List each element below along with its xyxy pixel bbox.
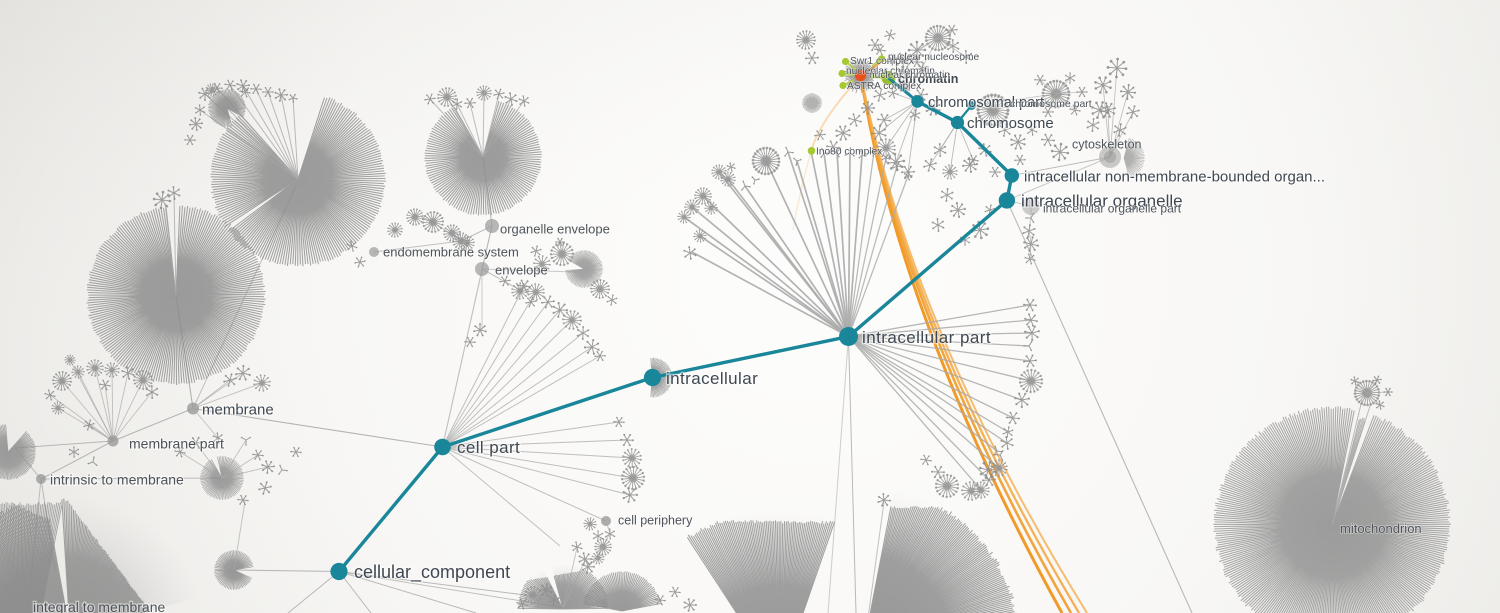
svg-text:organelle envelope: organelle envelope	[500, 222, 610, 237]
svg-text:chromosome: chromosome	[967, 115, 1054, 132]
svg-text:intracellular: intracellular	[666, 369, 758, 388]
svg-text:chromosomal part: chromosomal part	[928, 95, 1044, 111]
svg-text:Swr1 complex: Swr1 complex	[850, 56, 914, 67]
svg-text:nuclear nucleosome: nuclear nucleosome	[888, 52, 980, 63]
svg-text:ASTRA complex: ASTRA complex	[847, 81, 921, 92]
svg-text:intracellular organelle: intracellular organelle	[1021, 192, 1183, 211]
svg-text:Ino80 complex: Ino80 complex	[816, 147, 882, 158]
svg-text:membrane part: membrane part	[129, 436, 224, 452]
svg-text:membrane: membrane	[202, 402, 274, 419]
svg-text:cytoskeleton: cytoskeleton	[1072, 138, 1142, 152]
svg-text:chromatin: chromatin	[898, 72, 958, 86]
svg-text:nuclear chromatin: nuclear chromatin	[869, 70, 950, 81]
svg-text:cell part: cell part	[457, 438, 520, 457]
svg-text:envelope: envelope	[495, 263, 548, 278]
svg-text:intracellular organelle part: intracellular organelle part	[1043, 202, 1182, 216]
svg-text:intrinsic to membrane: intrinsic to membrane	[50, 472, 184, 488]
svg-text:cell periphery: cell periphery	[618, 514, 693, 528]
svg-text:endomembrane system: endomembrane system	[383, 245, 519, 260]
svg-text:mitochondrion: mitochondrion	[1340, 521, 1422, 536]
svg-text:integral to membrane: integral to membrane	[33, 599, 166, 613]
svg-text:intracellular non-membrane-bou: intracellular non-membrane-bounded organ…	[1024, 169, 1325, 186]
svg-text:intracellular part: intracellular part	[862, 328, 991, 347]
svg-text:chromosome part: chromosome part	[1010, 98, 1092, 110]
svg-text:nucleolar chromatin: nucleolar chromatin	[846, 66, 935, 77]
svg-text:cellular_component: cellular_component	[354, 562, 510, 583]
